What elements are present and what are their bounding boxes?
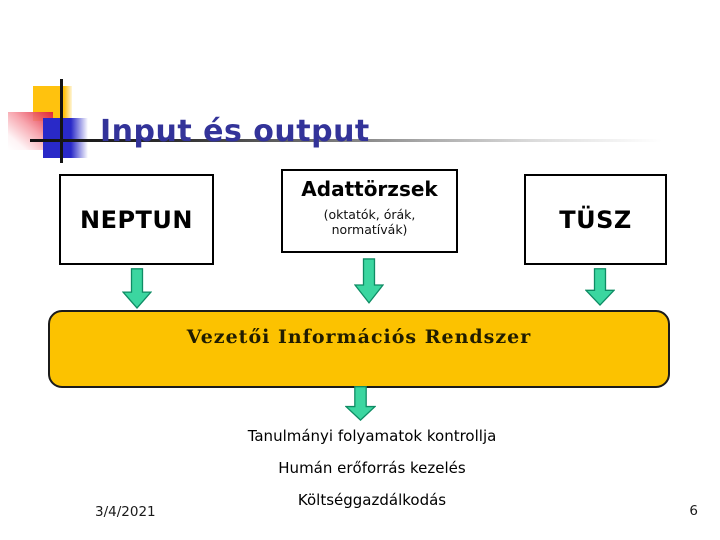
- adattorzsek-box: Adattörzsek (oktatók, órák,normatívák): [281, 169, 458, 253]
- output-line-tanulmanyi: Tanulmányi folyamatok kontrollja: [247, 427, 497, 445]
- adattorzsek-subtitle: (oktatók, órák,normatívák): [324, 207, 416, 238]
- adattorzsek-subtitle-line2: normatívák): [331, 222, 408, 238]
- adattorzsek-subtitle-line1: (oktatók, órák,: [323, 207, 416, 222]
- page-title: Input és output: [100, 114, 370, 150]
- outputs-list: Tanulmányi folyamatok kontrollja Humán e…: [24, 427, 720, 523]
- neptun-box: NEPTUN: [59, 174, 214, 265]
- page-number: 6: [689, 503, 698, 519]
- down-arrow-icon: [122, 268, 152, 309]
- deco-blue-square: [43, 118, 88, 158]
- vir-banner: Vezetői Információs Rendszer: [48, 310, 670, 388]
- adattorzsek-title: Adattörzsek: [301, 177, 438, 201]
- down-arrow-icon: [354, 258, 384, 304]
- down-arrow-icon: [345, 386, 376, 421]
- neptun-label: NEPTUN: [79, 205, 193, 234]
- output-line-koltseg: Költséggazdálkodás: [297, 491, 447, 509]
- deco-vertical-line: [60, 79, 63, 163]
- output-line-human: Humán erőforrás kezelés: [278, 459, 466, 477]
- footer-date: 3/4/2021: [95, 504, 156, 520]
- tusz-box: TÜSZ: [524, 174, 667, 265]
- vir-banner-label: Vezetői Információs Rendszer: [186, 326, 532, 348]
- down-arrow-icon: [585, 268, 615, 306]
- title-underline-rule: [30, 139, 662, 142]
- tusz-label: TÜSZ: [559, 205, 632, 234]
